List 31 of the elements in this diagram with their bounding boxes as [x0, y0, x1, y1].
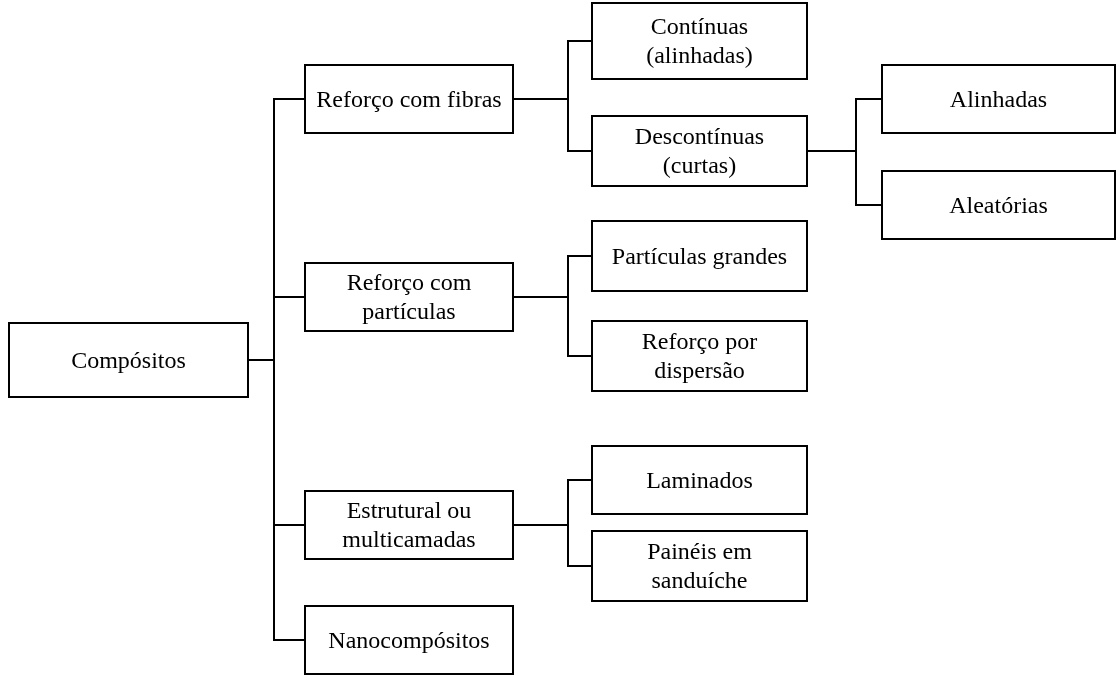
category-box — [591, 220, 808, 292]
connector-line — [248, 359, 305, 641]
category-box — [304, 605, 514, 675]
category-label: Nanocompósitos — [328, 625, 490, 655]
category-box — [8, 322, 249, 398]
category-label: Reforço por dispersão — [640, 327, 759, 385]
category-label: Painéis em sanduíche — [646, 537, 753, 595]
category-box — [304, 262, 514, 332]
category-label: Aleatórias — [949, 190, 1048, 220]
category-label: Alinhadas — [949, 84, 1048, 114]
category-box — [881, 170, 1116, 240]
category-label: Descontínuas (curtas) — [633, 122, 766, 180]
category-box — [591, 320, 808, 392]
category-label: Reforço com partículas — [345, 268, 473, 326]
category-label: Partículas grandes — [611, 241, 788, 271]
category-box — [591, 2, 808, 80]
connector-line — [513, 98, 592, 152]
category-box — [881, 64, 1116, 134]
category-box — [591, 530, 808, 602]
category-box — [591, 115, 808, 187]
category-label: Reforço com fibras — [316, 84, 502, 114]
category-box — [304, 64, 514, 134]
category-label: Estrutural ou multicamadas — [341, 496, 477, 554]
category-label: Contínuas (alinhadas) — [645, 12, 754, 70]
category-label: Compósitos — [71, 345, 186, 375]
category-label: Laminados — [646, 465, 753, 495]
connector-line — [513, 296, 592, 357]
category-box — [304, 490, 514, 560]
connector-line — [807, 150, 882, 206]
category-box — [591, 445, 808, 515]
connector-line — [513, 524, 592, 567]
